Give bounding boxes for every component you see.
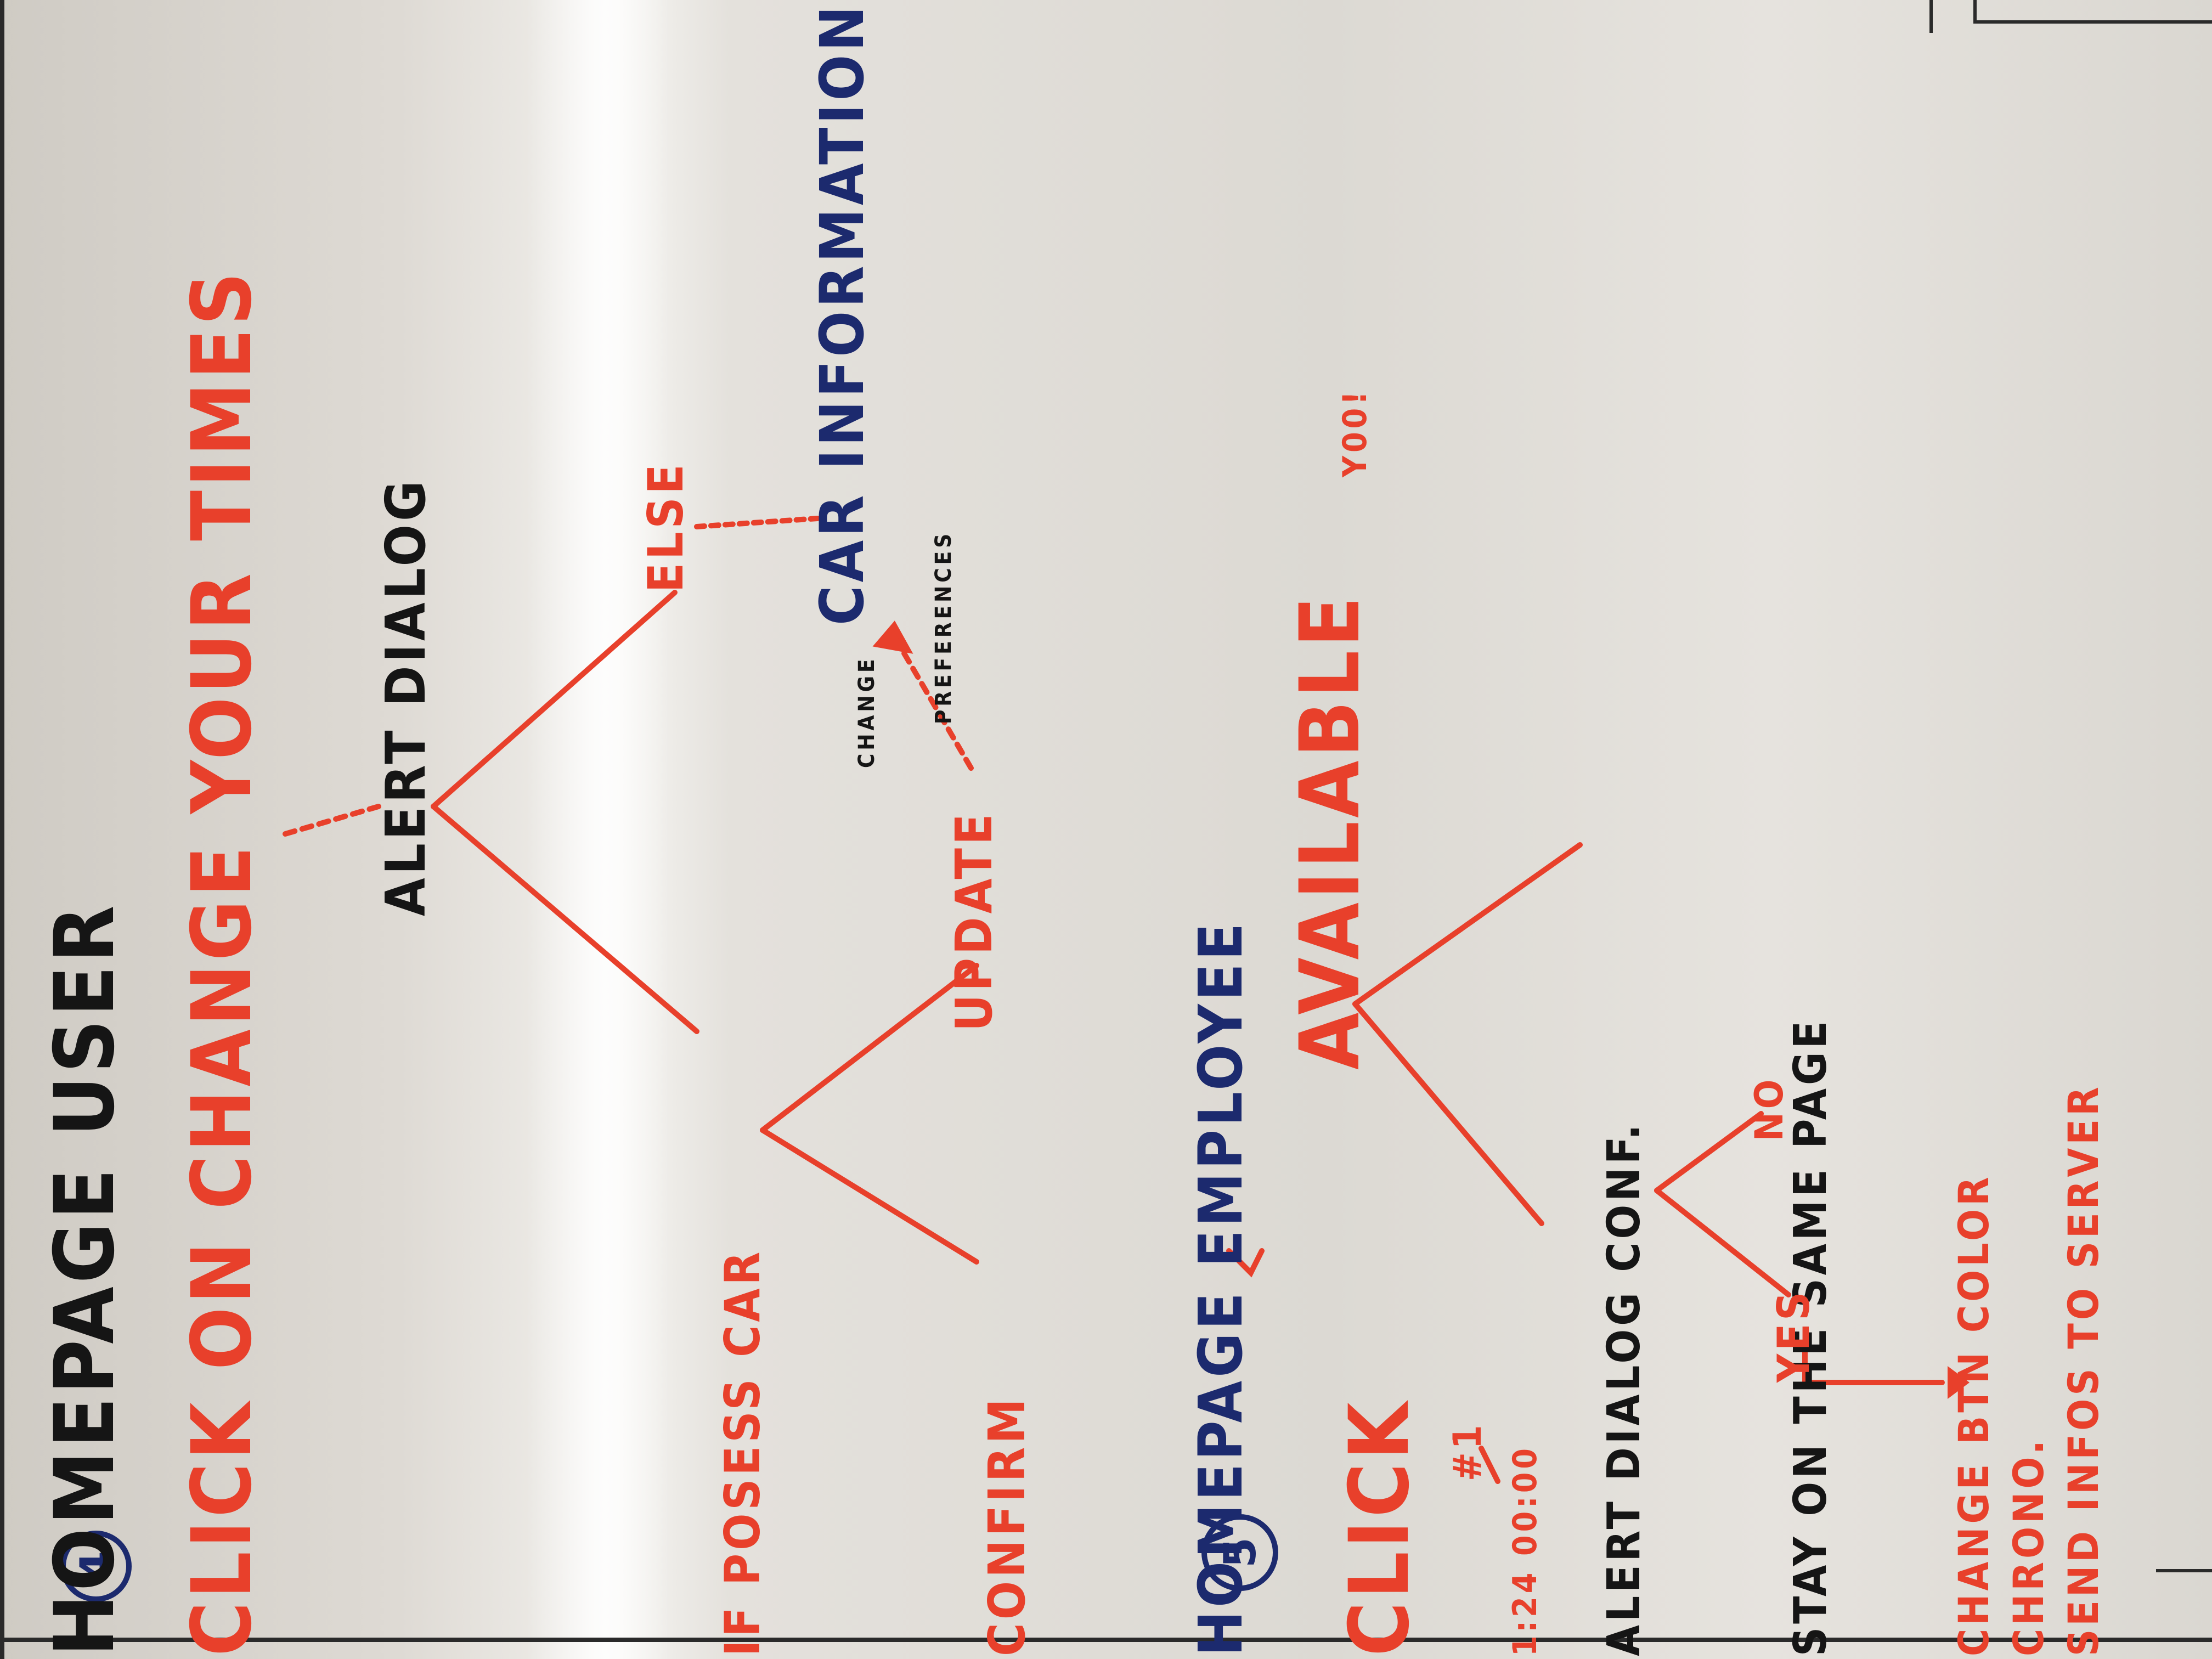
arrow-note-change: CHANGE bbox=[854, 656, 879, 768]
margin-note-mark bbox=[1479, 1446, 1500, 1484]
arrowhead-update bbox=[872, 620, 913, 654]
section-4-step: CLICK ON CHANGE YOUR TIMES bbox=[174, 268, 270, 1656]
light-glare bbox=[527, 0, 669, 1659]
margin-note-swoosh bbox=[1226, 1248, 1265, 1278]
branch-line-posess bbox=[431, 804, 699, 1034]
yes-action-2: CHRONO. bbox=[2004, 1437, 2053, 1656]
branch-line-else bbox=[431, 590, 678, 809]
branch-label-else: ELSE bbox=[637, 461, 694, 592]
leaf-update: UPDATE bbox=[945, 810, 1003, 1031]
leaf-confirm: CONFIRM bbox=[978, 1395, 1036, 1656]
yes-action-1: CHANGE BTN COLOR bbox=[1949, 1173, 1998, 1656]
branch-line-confirm bbox=[760, 1127, 979, 1265]
section-5-step-action: AVAILABLE bbox=[1283, 593, 1378, 1070]
yes-action-3: SEND INFOS TO SERVER bbox=[2059, 1084, 2108, 1656]
connector-yes-to-actions bbox=[1802, 1341, 1945, 1385]
section-5-step-prefix: CLICK bbox=[1332, 1399, 1427, 1656]
board-frame-right bbox=[2156, 1569, 2212, 1572]
board-frame-top bbox=[0, 0, 4, 1659]
section-5-alert-node: ALERT DIALOG CONF. bbox=[1598, 1121, 1650, 1656]
connector-update-to-car bbox=[891, 634, 974, 771]
arrowhead-yes bbox=[1948, 1366, 1970, 1399]
arrow-note-preferences: PREFERENCES bbox=[931, 530, 956, 724]
branch-label-no: NO bbox=[1747, 1076, 1792, 1141]
branch-line-alert-yes bbox=[1654, 1188, 1791, 1297]
stray-note: Y00! bbox=[1336, 388, 1374, 477]
margin-note-2: 1:24 00:00 bbox=[1506, 1445, 1544, 1656]
section-5-title: HOMEPAGE EMPLOYEE bbox=[1186, 919, 1256, 1656]
board-frame-left bbox=[0, 1638, 2212, 1642]
branch-line-yes bbox=[1352, 1001, 1544, 1226]
section-4-title: HOMEPAGE USER bbox=[37, 902, 133, 1656]
connector-step-to-alert bbox=[283, 804, 381, 837]
box-line-upper bbox=[1973, 0, 2212, 24]
branch-line-no bbox=[1352, 842, 1583, 1007]
branch-line-alert-no bbox=[1654, 1111, 1764, 1193]
leaf-car-information: CAR INFORMATION bbox=[807, 2, 877, 625]
branch-label-yes: YES bbox=[1768, 1288, 1819, 1383]
section-4-alert-node: ALERT DIALOG bbox=[374, 477, 438, 916]
branch-line-update bbox=[760, 963, 979, 1133]
branch-label-posess: IF POSESS CAR bbox=[714, 1248, 771, 1656]
margin-note-1: #1 bbox=[1445, 1421, 1490, 1481]
connector-else-to-car bbox=[694, 516, 820, 529]
